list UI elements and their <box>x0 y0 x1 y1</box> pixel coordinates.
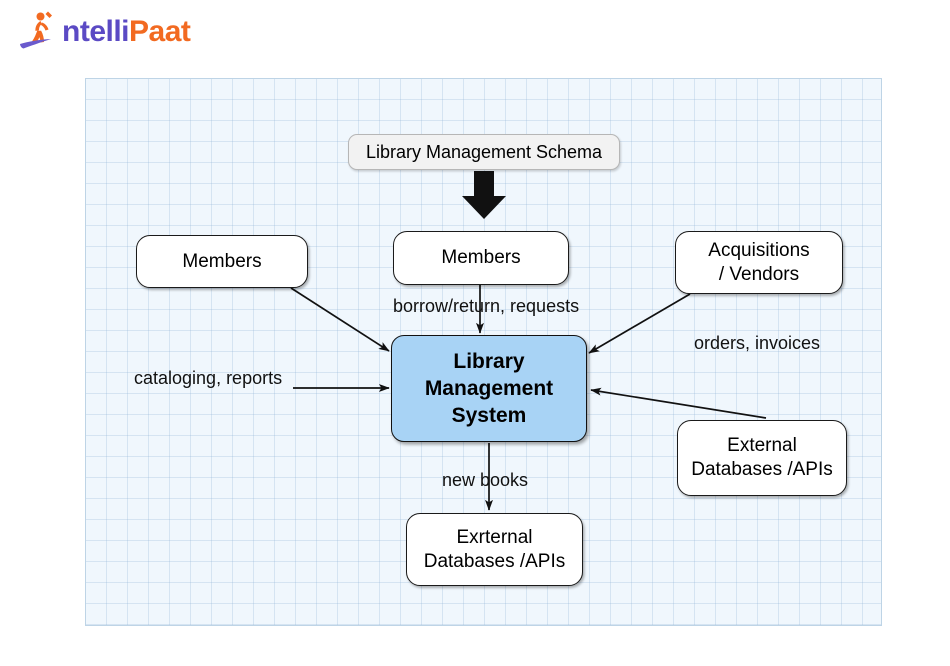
brand-name-accent: Paat <box>129 15 191 48</box>
node-members-top-label: Members <box>441 247 521 268</box>
node-core-line-3: System <box>451 404 527 427</box>
running-figure-icon <box>20 11 52 49</box>
brand-wordmark: ntelliPaat <box>62 15 191 49</box>
node-members-left-label: Members <box>182 250 262 272</box>
edge-members-left-to-core <box>290 287 390 352</box>
edge-label-new-books: new books <box>442 470 529 490</box>
node-core-line-2: Management <box>424 377 554 400</box>
node-external-right-line-2: Databases /APIs <box>691 459 833 480</box>
brand-logo[interactable]: ntelliPaat <box>18 8 248 58</box>
node-schema-title[interactable]: Library Management Schema <box>348 134 620 170</box>
node-external-bottom-line-1: Exrternal <box>456 526 533 548</box>
node-acquisitions-vendors-label: Acquisitions/ Vendors <box>702 239 815 287</box>
edge-external-right-to-core <box>590 387 767 419</box>
node-external-bottom-line-2: Databases /APIs <box>423 550 566 572</box>
edge-label-borrow-return-requests: borrow/return, requests <box>393 296 580 316</box>
node-members-left[interactable]: Members <box>136 235 308 288</box>
node-schema-title-label: Library Management Schema <box>365 142 603 162</box>
node-external-right-line-1: External <box>727 435 797 456</box>
edge-acquisitions-to-core <box>588 293 691 354</box>
diagram-canvas[interactable]: Library Management Schema Members Member… <box>85 78 882 626</box>
node-acquisitions-vendors[interactable]: Acquisitions/ Vendors <box>675 231 843 294</box>
node-acquisitions-line-2: / Vendors <box>718 263 800 285</box>
edge-label-orders-invoices: orders, invoices <box>694 333 821 353</box>
brand-name-primary: ntelli <box>62 15 130 48</box>
node-members-top[interactable]: Members <box>393 231 569 285</box>
node-acquisitions-line-1: Acquisitions <box>708 239 810 261</box>
edge-schema-to-core-arrow <box>462 171 506 219</box>
node-core-line-1: Library <box>453 350 525 373</box>
edge-label-cataloging-reports: cataloging, reports <box>134 368 283 388</box>
